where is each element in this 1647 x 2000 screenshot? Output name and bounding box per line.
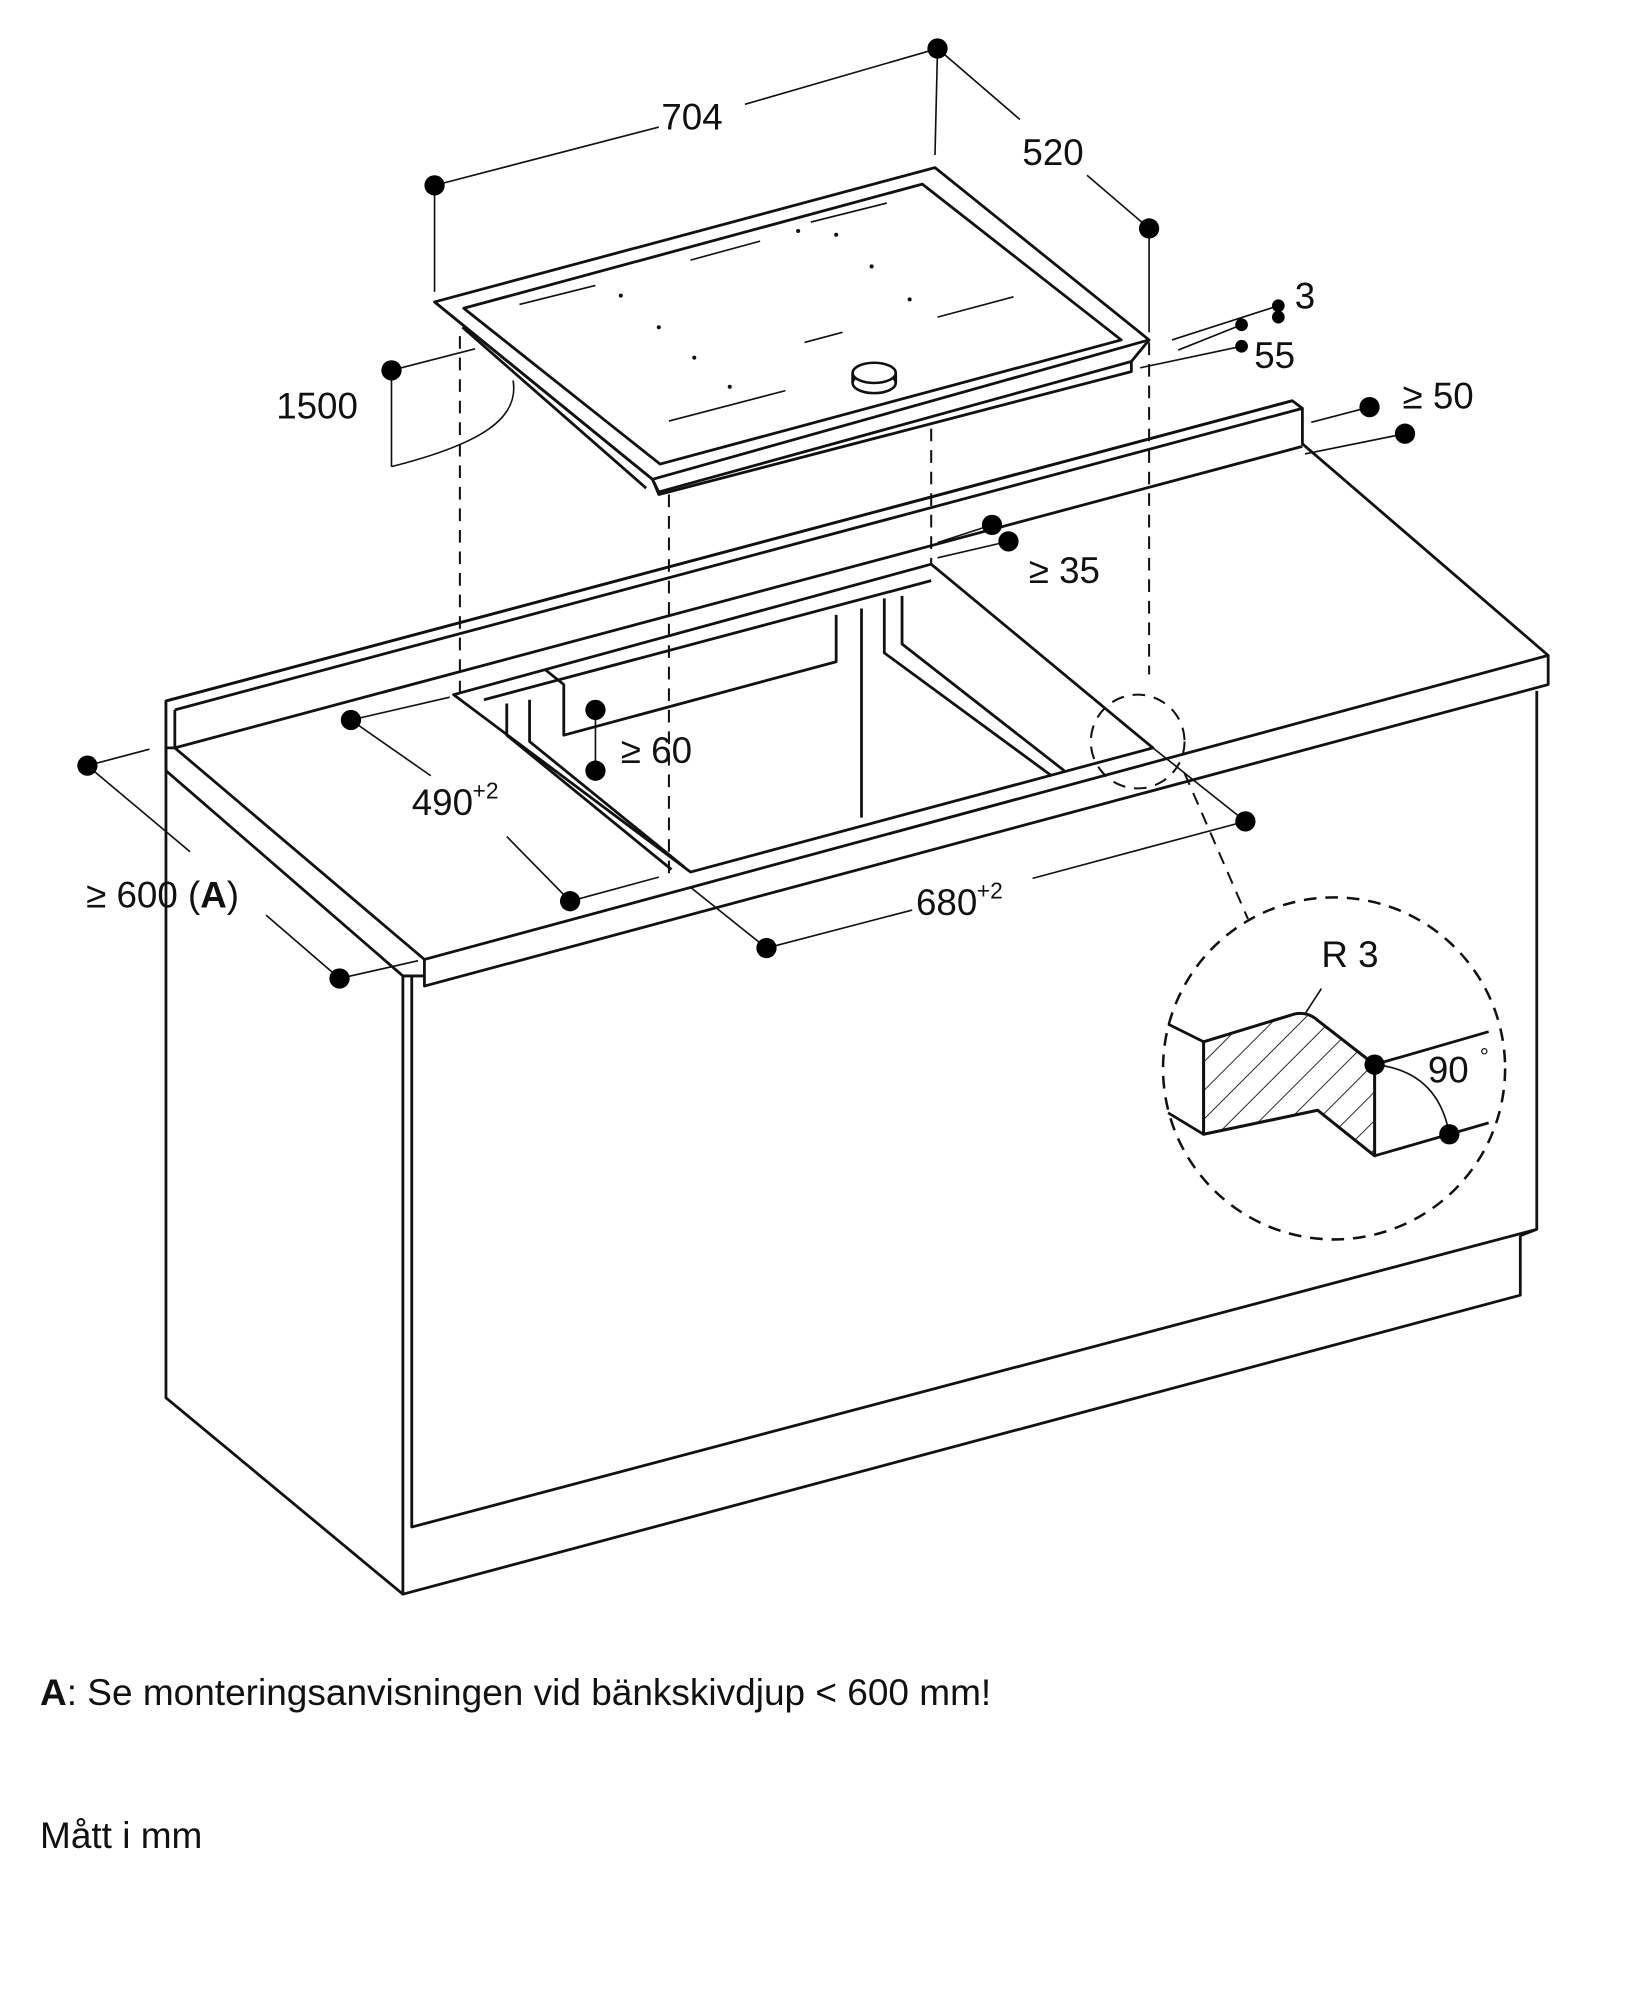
label-rear-clearance: ≥ 50 bbox=[1402, 375, 1473, 416]
hob-markers bbox=[618, 228, 912, 389]
label-cable-length: 1500 bbox=[276, 385, 358, 426]
label-degree: ° bbox=[1480, 1044, 1489, 1070]
label-cutout-side: ≥ 60 bbox=[621, 730, 692, 771]
label-hob-depth: 520 bbox=[1022, 132, 1083, 173]
dimension-lines bbox=[86, 47, 1406, 980]
label-cutout-depth: 490 bbox=[412, 782, 473, 823]
note-a: A: Se monteringsanvisningen vid bänkskiv… bbox=[40, 1672, 991, 1714]
label-angle: 90 bbox=[1428, 1049, 1469, 1090]
label-cutout-rear: ≥ 35 bbox=[1029, 550, 1100, 591]
cabinet bbox=[164, 690, 1539, 1596]
control-knob-icon bbox=[851, 361, 898, 395]
projection-lines bbox=[458, 336, 1151, 875]
label-hob-height: 55 bbox=[1254, 335, 1295, 376]
label-cutout-width: 680 bbox=[916, 882, 977, 923]
note-a-label: A bbox=[40, 1672, 67, 1713]
note-a-text: : Se monteringsanvisningen vid bänkskivd… bbox=[66, 1672, 992, 1713]
label-worktop-depth: ≥ 600 (A) bbox=[86, 875, 239, 916]
units-note: Mått i mm bbox=[40, 1815, 203, 1856]
label-radius: R 3 bbox=[1321, 934, 1378, 975]
dimension-labels: 704 520 1500 3 55 ≥ 50 ≥ 35 ≥ 60 490 +2 … bbox=[86, 97, 1474, 923]
edge-detail: R 3 90 ° bbox=[1089, 693, 1507, 1241]
cooktop bbox=[433, 166, 1151, 496]
dimension-dots bbox=[77, 38, 1416, 989]
worktop bbox=[164, 399, 1550, 988]
cabinet-door bbox=[410, 975, 1538, 1529]
label-cutout-depth-tolerance: +2 bbox=[473, 778, 499, 804]
label-glass-thickness: 3 bbox=[1295, 275, 1315, 316]
label-hob-width: 704 bbox=[661, 97, 722, 138]
label-cutout-width-tolerance: +2 bbox=[977, 878, 1003, 904]
worktop-cutout bbox=[452, 562, 1155, 874]
